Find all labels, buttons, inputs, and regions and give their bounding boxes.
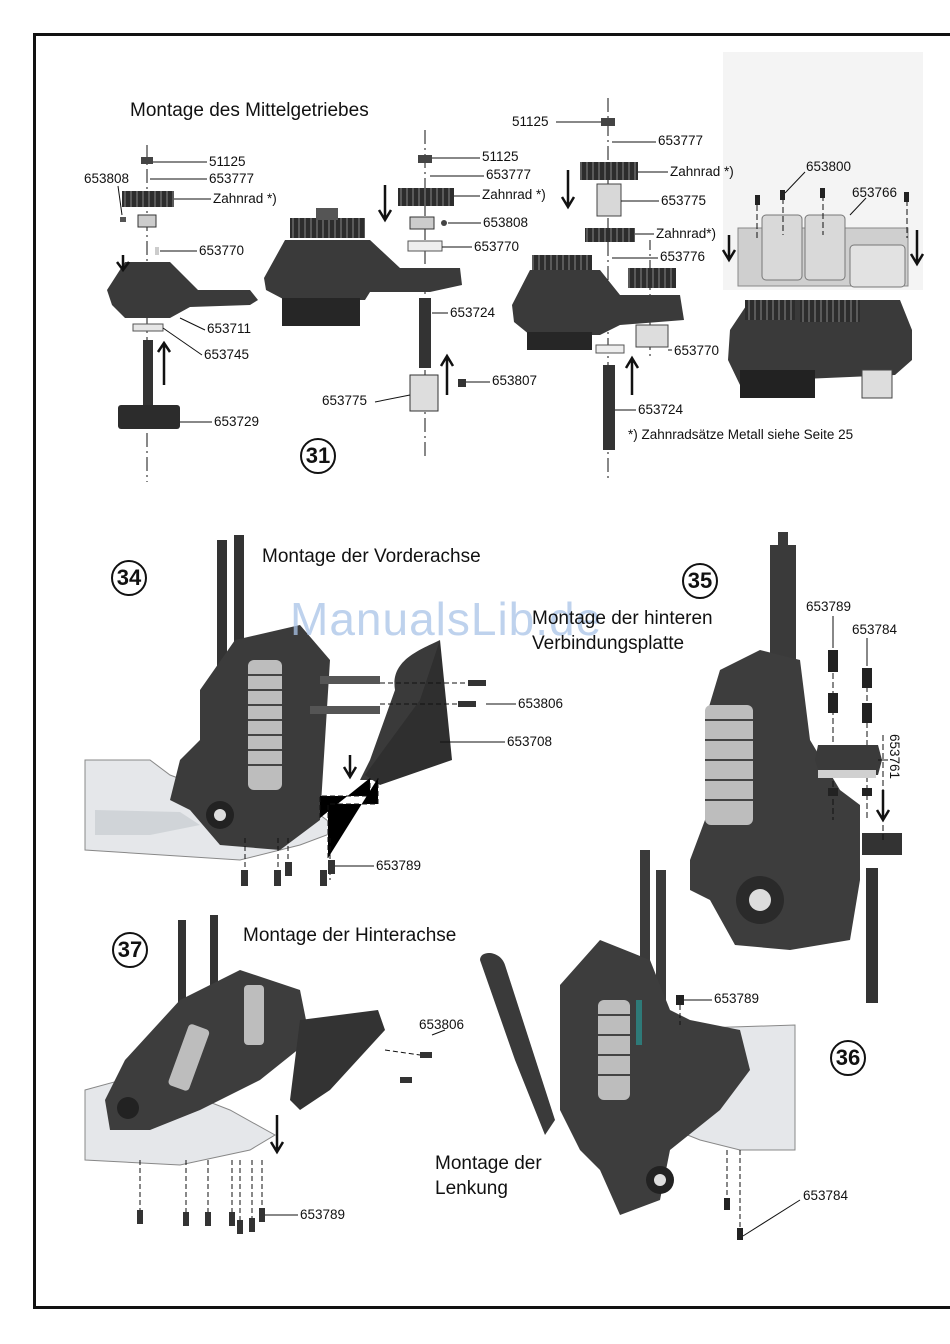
diagram-35 [690,532,902,1003]
diagram-31-c [512,118,684,450]
diagram-34 [84,535,486,886]
label-31b-8: 653775 [322,393,368,408]
label-35-1: 653789 [806,599,852,614]
label-31b-4: 653808 [483,215,529,230]
label-31b-6: 653724 [450,305,496,320]
label-31c-6: 653776 [660,249,706,264]
page-border [33,33,950,1309]
label-31d-2: 653766 [852,185,898,200]
label-31a-8: 653729 [214,414,260,429]
label-31a-4: Zahnrad *) [213,191,277,206]
watermark: ManualsLib.de [290,593,603,645]
label-31a-6: 653711 [207,321,252,336]
diagram-31-a [107,157,258,429]
gear-note: *) Zahnradsätze Metall siehe Seite 25 [628,427,854,442]
step-34-badge: 34 [111,560,147,596]
label-37-2: 653789 [300,1207,346,1222]
step-31-badge: 31 [300,438,336,474]
label-31b-7: 653807 [492,373,538,388]
label-31c-1: 51125 [512,114,549,129]
label-31c-3: Zahnrad *) [670,164,734,179]
step-36-badge: 36 [830,1040,866,1076]
step-31-title: Montage des Mittelgetriebes [130,100,369,121]
label-35-2: 653784 [852,622,898,637]
label-37-1: 653806 [419,1017,465,1032]
label-31c-2: 653777 [658,133,704,148]
step-36-title-line1: Montage der [435,1153,542,1174]
step-34-title: Montage der Vorderachse [262,546,481,567]
label-31a-1: 51125 [209,154,246,169]
label-31c-5: Zahnrad*) [656,226,717,241]
label-31a-2: 653777 [209,171,255,186]
diagram-36 [480,850,796,1240]
label-31d-1: 653800 [806,159,852,174]
label-31b-3: Zahnrad *) [482,187,546,202]
diagram-31-b [264,155,466,412]
label-31b-2: 653777 [486,167,532,182]
step-37-title: Montage der Hinterachse [243,925,457,946]
step-35-title-line1: Montage der hinteren [532,608,713,629]
label-31c-8: 653724 [638,402,684,417]
label-31a-3: 653808 [84,171,130,186]
step-35-title-line2: Verbindungsplatte [532,633,685,654]
diagram-37 [84,915,432,1234]
label-34-3: 653789 [376,858,422,873]
leader-lines [117,121,888,1237]
label-36-2: 653784 [803,1188,849,1203]
label-31a-5: 653770 [199,243,245,258]
label-31c-4: 653775 [661,193,707,208]
label-31c-7: 653770 [674,343,720,358]
step-36-title-line2: Lenkung [435,1178,508,1199]
diagram-31-d [721,52,925,399]
label-31a-7: 653745 [204,347,250,362]
label-31b-1: 51125 [482,149,519,164]
label-36-1: 653789 [714,991,760,1006]
label-34-1: 653806 [518,696,564,711]
label-35-3: 653761 [887,734,902,780]
label-34-2: 653708 [507,734,553,749]
step-35-badge: 35 [682,563,718,599]
label-31b-5: 653770 [474,239,520,254]
step-37-badge: 37 [112,932,148,968]
